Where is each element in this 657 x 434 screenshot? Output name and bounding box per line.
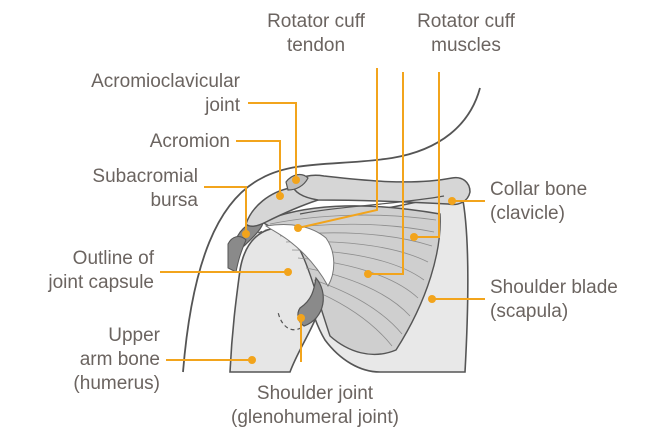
label-collar-bone: Collar bone (clavicle) <box>490 178 650 226</box>
label-shoulder-blade: Shoulder blade (scapula) <box>490 276 650 324</box>
leader-rotator-cuff-tendon <box>298 68 377 228</box>
label-acromioclavicular-joint: Acromioclavicular joint <box>28 70 240 118</box>
clavicle-shape <box>292 175 470 204</box>
label-rotator-cuff-tendon: Rotator cuff tendon <box>248 10 384 58</box>
label-upper-arm-bone: Upper arm bone (humerus) <box>60 324 160 396</box>
label-subacromial-bursa: Subacromial bursa <box>48 165 198 213</box>
label-shoulder-joint: Shoulder joint (glenohumeral joint) <box>205 382 425 430</box>
label-acromion: Acromion <box>100 130 230 154</box>
label-outline-joint-capsule: Outline of joint capsule <box>8 247 154 295</box>
label-rotator-cuff-muscles: Rotator cuff muscles <box>398 10 534 58</box>
